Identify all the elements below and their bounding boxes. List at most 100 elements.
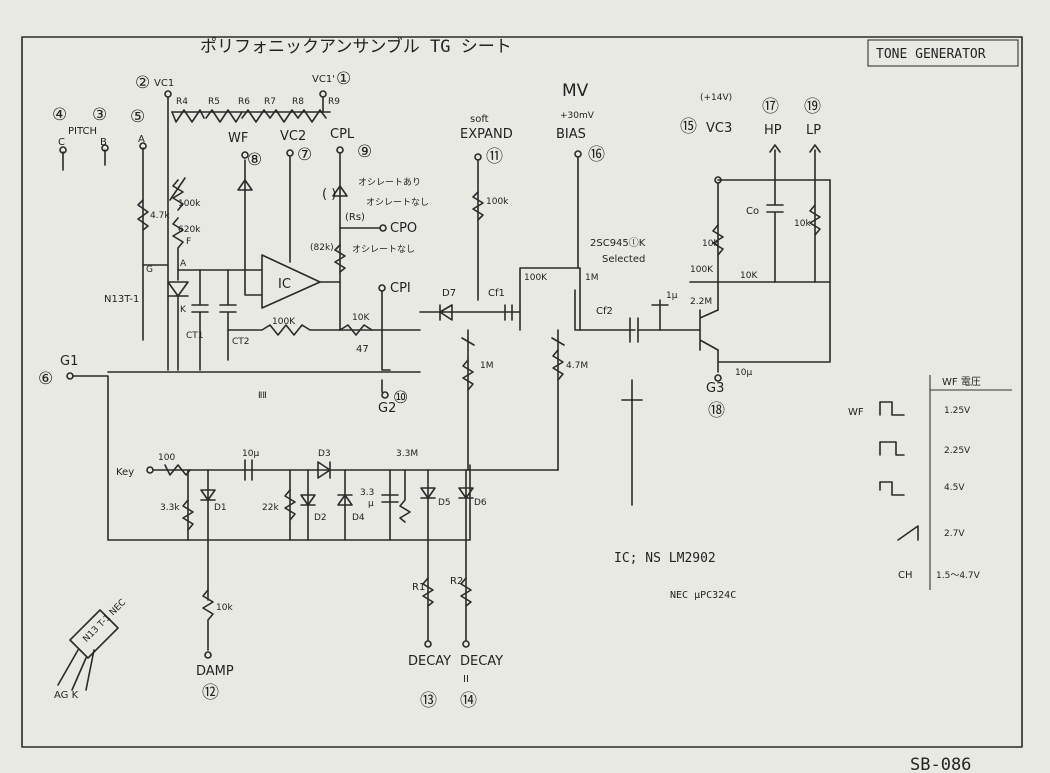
label-vc1p: VC1' <box>312 74 335 85</box>
wf-row-ch: CH <box>898 570 913 581</box>
terminal-vc2 <box>286 149 294 157</box>
resistor-10k-b <box>712 224 724 256</box>
label-r6: R6 <box>238 97 250 107</box>
label-bias-v: +30mV <box>560 111 595 121</box>
diode-wf <box>237 179 253 191</box>
label-d6: D6 <box>474 498 487 508</box>
num-damp: ⑫ <box>202 683 219 703</box>
label-ic: IC <box>278 277 291 292</box>
label-10u-b: 10μ <box>735 368 752 378</box>
label-a-pin: A <box>180 259 187 269</box>
label-100: 100 <box>158 453 175 463</box>
title-box <box>867 39 1019 67</box>
label-cpi: CPI <box>390 281 411 296</box>
feedback-100k <box>227 324 421 336</box>
label-82k: (82k) <box>310 243 334 253</box>
label-3-3m: 3.3M <box>396 449 418 459</box>
diode-d1 <box>200 489 216 501</box>
wire-cpi <box>381 290 391 371</box>
label-3-3: 3.3 <box>360 488 374 498</box>
label-4-7k: 4.7k <box>150 211 170 221</box>
terminal-decay2 <box>462 640 470 648</box>
label-g1: G1 <box>60 354 78 369</box>
label-key: Key <box>116 467 134 478</box>
label-10k-d: 10k <box>794 219 811 229</box>
resistor-r6-symbol <box>241 109 271 123</box>
resistor-r4-symbol <box>171 109 205 123</box>
label-osc2: オシレートなし <box>366 197 429 208</box>
label-rs: (Rs) <box>345 212 365 223</box>
num-g2: ⑩ <box>393 388 408 408</box>
label-2-2m: 2.2M <box>690 297 712 307</box>
terminal-cpl <box>336 146 344 154</box>
q3 <box>699 309 719 351</box>
diode-d6 <box>458 487 474 499</box>
resistor-r1 <box>422 577 434 607</box>
num-vc1p: ① <box>336 69 351 89</box>
terminal-g3 <box>714 374 722 382</box>
resistor-1m-a <box>462 359 474 391</box>
ic-note-2: NEC μPC324C <box>670 590 736 601</box>
sheet-title: ポリフォニックアンサンブル TG シート <box>200 36 512 57</box>
label-bias: BIAS <box>556 127 586 142</box>
cap-ct2 <box>219 269 237 361</box>
label-k-pin: K <box>180 305 187 315</box>
cap-ct1 <box>191 269 209 371</box>
wire-cf2 <box>574 289 636 331</box>
label-100k-b: 100K <box>272 317 296 327</box>
num-c: ④ <box>52 105 67 125</box>
label-b: B <box>100 137 107 148</box>
label-1u: 1μ <box>666 291 678 301</box>
cap-3-3u <box>381 494 399 503</box>
label-g2: G2 <box>378 401 396 416</box>
diode-d3 <box>317 461 331 479</box>
label-4-7m: 4.7M <box>566 361 588 371</box>
wf-pulse-2 <box>879 441 905 456</box>
label-100k-e: 100K <box>690 265 714 275</box>
label-r4: R4 <box>176 97 188 107</box>
label-d5: D5 <box>438 498 451 508</box>
resistor-r2 <box>460 577 472 607</box>
label-r7: R7 <box>264 97 276 107</box>
diode-d5 <box>420 487 436 499</box>
label-10u-a: 10μ <box>242 449 259 459</box>
resistor-22k <box>284 489 296 521</box>
label-expand: EXPAND <box>460 127 513 142</box>
label-vc2: VC2 <box>280 129 306 144</box>
label-pitch: PITCH <box>68 126 97 137</box>
wire-d1 <box>187 469 209 601</box>
label-d3: D3 <box>318 449 331 459</box>
wires-decay <box>427 469 467 641</box>
label-47: 47 <box>356 344 369 355</box>
terminal-a <box>139 142 147 150</box>
label-cf2: Cf2 <box>596 306 613 317</box>
q2 <box>551 329 565 471</box>
sheet-border <box>21 36 1023 748</box>
wire-vc3 <box>717 179 831 311</box>
label-10k-e: 10k <box>216 603 233 613</box>
label-wf: WF <box>228 131 248 146</box>
num-vc1: ② <box>135 73 150 93</box>
label-soft: soft <box>470 114 489 125</box>
opamp-ic <box>261 254 321 309</box>
label-3-3k: 3.3k <box>160 503 180 513</box>
pinout-label: AG K <box>54 690 79 701</box>
terminal-damp <box>204 651 212 659</box>
pinout-body <box>69 609 119 659</box>
terminal-expand <box>474 153 482 161</box>
label-r5: R5 <box>208 97 220 107</box>
label-1m-a: 1M <box>480 361 494 371</box>
label-damp: DAMP <box>196 664 234 679</box>
terminal-key <box>146 466 154 474</box>
label-selected: Selected <box>602 254 645 265</box>
resistor-r8-symbol <box>297 109 327 123</box>
n13t-symbol <box>167 281 189 297</box>
terminal-c <box>59 146 67 154</box>
num-bias: ⑯ <box>588 145 605 165</box>
label-decay1: DECAY <box>408 654 451 669</box>
wf-value-3: 4.5V <box>944 483 965 493</box>
terminal-b <box>101 144 109 152</box>
label-n13t: N13T-1 <box>104 294 139 305</box>
